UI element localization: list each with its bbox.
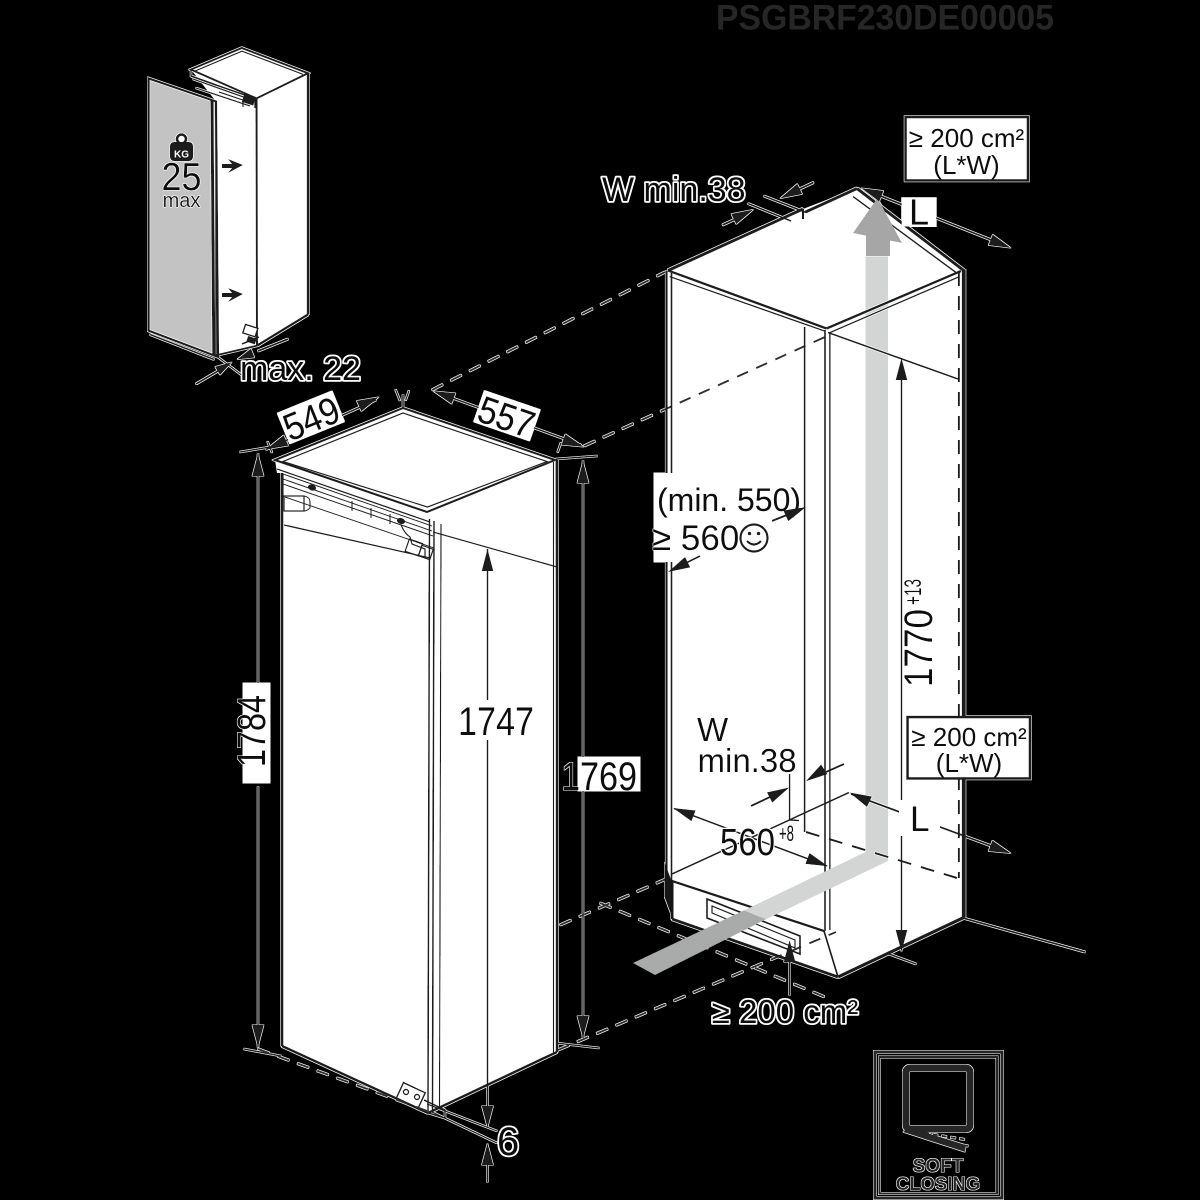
svg-text:CLOSING: CLOSING [896, 1173, 980, 1194]
svg-text:25: 25 [162, 156, 202, 199]
svg-text:6: 6 [497, 1120, 519, 1164]
svg-text:≥ 200 cm²: ≥ 200 cm² [911, 722, 1027, 752]
svg-text:1747: 1747 [458, 700, 534, 744]
svg-text:1770: 1770 [897, 609, 941, 687]
svg-text:L: L [910, 800, 929, 839]
svg-text:1784: 1784 [230, 695, 274, 767]
svg-text:KG: KG [174, 150, 189, 161]
svg-text:+13: +13 [900, 579, 927, 605]
svg-text:max: max [163, 190, 201, 212]
svg-text:(L*W): (L*W) [936, 748, 1002, 778]
svg-text:1769: 1769 [561, 755, 637, 799]
svg-text:W: W [697, 711, 729, 748]
svg-text:SOFT: SOFT [913, 1156, 964, 1177]
svg-text:(L*W): (L*W) [933, 150, 999, 180]
svg-text:min.38: min.38 [698, 742, 797, 779]
svg-text:(min. 550): (min. 550) [657, 482, 801, 518]
svg-text:L: L [909, 192, 929, 233]
svg-text:W min.38: W min.38 [602, 171, 746, 209]
svg-text:≥ 560: ≥ 560 [652, 519, 739, 558]
svg-text:max. 22: max. 22 [240, 350, 361, 388]
svg-text:+8: +8 [779, 821, 794, 846]
svg-text:560: 560 [720, 822, 775, 864]
svg-text:≥ 200 cm²: ≥ 200 cm² [712, 993, 859, 1030]
svg-text:≥ 200 cm²: ≥ 200 cm² [909, 123, 1025, 153]
svg-text:PSGBRF230DE00005: PSGBRF230DE00005 [716, 0, 1054, 38]
